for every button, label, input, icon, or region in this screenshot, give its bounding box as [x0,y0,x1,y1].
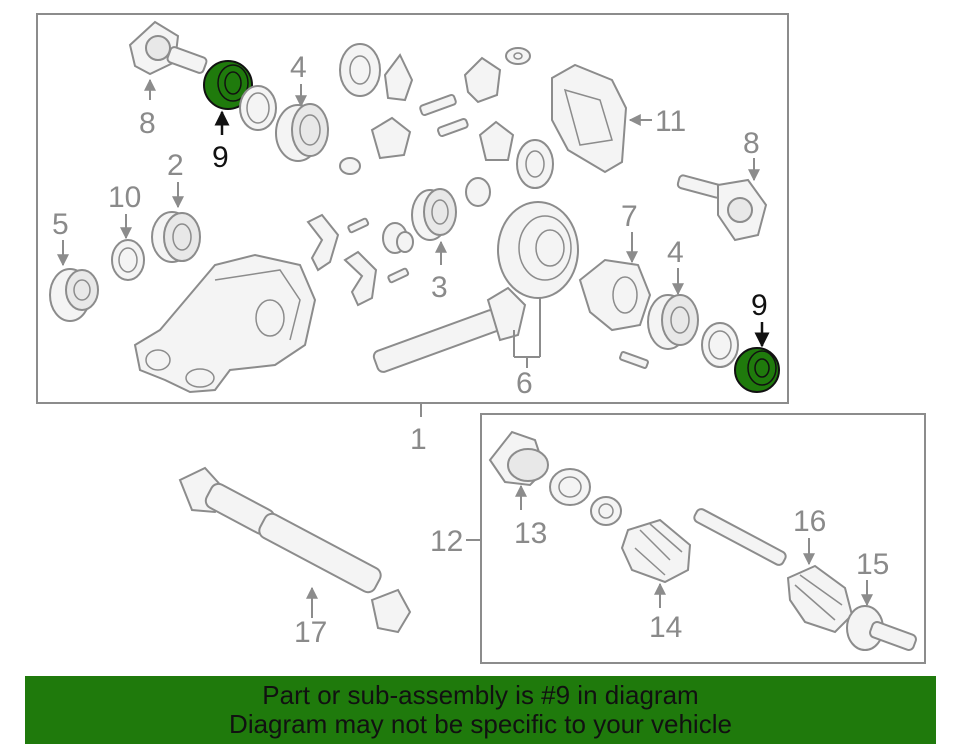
bearing-3 [411,177,491,241]
callout-11: 11 [655,105,686,138]
callout-15: 15 [856,548,889,581]
callout-9-right: 9 [751,289,768,322]
differential-carrier-housing [133,253,317,394]
axle-shaft-group-frame [480,413,926,664]
washer-left [239,85,277,131]
mount-brackets [306,213,414,307]
callout-2: 2 [167,149,184,182]
bearing-2 [151,211,201,263]
callout-8-right: 8 [743,127,760,160]
washer-right [701,322,739,368]
info-banner: Part or sub-assembly is #9 in diagram Di… [25,676,936,744]
companion-flange-right [676,174,768,242]
callout-14: 14 [649,611,682,644]
callout-10: 10 [108,181,141,214]
callout-4-lower: 4 [667,236,684,269]
companion-flange-left [128,20,208,76]
ring-a [549,468,591,506]
callout-12: 12 [430,525,463,558]
callout-13: 13 [514,517,547,550]
inner-boot-14 [620,518,692,584]
outer-boot-16 [786,564,854,634]
callout-4-upper: 4 [290,51,307,84]
side-flange-5 [49,268,99,322]
differential-gears [339,43,554,189]
ring-b [590,496,622,526]
oil-seal-10 [111,239,145,281]
callout-17: 17 [294,616,327,649]
bolt [619,351,649,369]
callout-16: 16 [793,505,826,538]
callout-9-left: 9 [212,141,229,174]
inner-joint-13 [488,430,549,487]
bearing-9-right-highlighted[interactable] [734,347,780,393]
callout-7: 7 [621,200,638,233]
callout-6: 6 [516,367,533,400]
propeller-shaft-17 [178,466,412,634]
bearing-4-lower [647,294,699,350]
callout-3: 3 [431,271,448,304]
parts-diagram: 1 8 9 4 [36,13,926,664]
callout-1: 1 [410,423,427,456]
callout-8-left: 8 [139,107,156,140]
banner-line-2: Diagram may not be specific to your vehi… [229,709,732,739]
drive-pinion-6 [372,286,527,373]
differential-case-7 [578,258,652,332]
ring-gear [497,201,579,299]
outer-joint-15 [846,605,917,651]
callout-5: 5 [52,208,69,241]
banner-line-1: Part or sub-assembly is #9 in diagram [262,680,699,710]
rear-cover-11 [551,63,628,174]
bearing-4-upper [275,103,329,162]
bearing-9-left-highlighted[interactable] [203,60,253,110]
differential-group-frame [36,13,789,404]
axle-shaft [693,508,787,566]
